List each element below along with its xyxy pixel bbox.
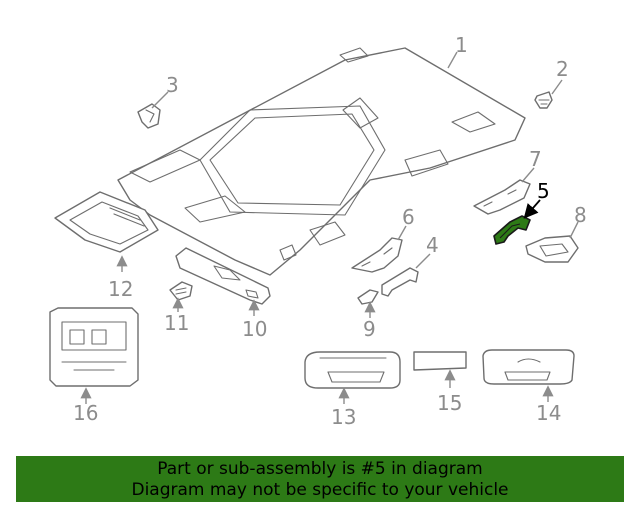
part-9-pad[interactable] — [357, 289, 379, 305]
leader-6 — [397, 225, 407, 241]
leader-lines — [80, 51, 579, 404]
leader-7 — [521, 167, 535, 183]
leader-8 — [569, 221, 579, 239]
part-6-bracket[interactable] — [351, 237, 403, 273]
leader-5 — [523, 199, 541, 219]
part-5-handle[interactable] — [493, 215, 531, 245]
part-4-handle[interactable] — [381, 267, 419, 297]
disclaimer-banner: Part or sub-assembly is #5 in diagram Di… — [16, 456, 624, 502]
parts-diagram: 1 2 3 4 5 6 7 8 9 10 11 12 13 14 15 16 — [49, 33, 587, 429]
part-13-console[interactable] — [304, 351, 401, 389]
callout-15[interactable]: 15 — [437, 391, 462, 415]
part-12-console[interactable] — [54, 191, 159, 253]
part-7-bracket[interactable] — [473, 179, 531, 215]
part-8-lamp[interactable] — [525, 235, 579, 263]
callout-3[interactable]: 3 — [166, 73, 179, 97]
leader-4 — [415, 253, 431, 269]
callout-8[interactable]: 8 — [574, 203, 587, 227]
part-2-clip[interactable] — [534, 91, 553, 109]
banner-line-2: Diagram may not be specific to your vehi… — [131, 480, 509, 500]
leader-2 — [551, 79, 563, 95]
callout-14[interactable]: 14 — [536, 401, 561, 425]
callout-labels: 1 2 3 4 5 6 7 8 9 10 11 12 13 14 15 16 — [73, 33, 587, 429]
leader-1 — [447, 51, 458, 69]
leader-3 — [151, 91, 169, 109]
callout-4[interactable]: 4 — [426, 233, 439, 257]
callout-2[interactable]: 2 — [556, 57, 569, 81]
callout-11[interactable]: 11 — [164, 311, 189, 335]
part-15-panel[interactable] — [413, 351, 467, 371]
callout-9[interactable]: 9 — [363, 317, 376, 341]
callout-6[interactable]: 6 — [402, 205, 415, 229]
part-14-console[interactable] — [482, 349, 575, 385]
callout-7[interactable]: 7 — [529, 147, 542, 171]
part-3-bracket[interactable] — [137, 103, 161, 129]
callout-5[interactable]: 5 — [537, 179, 550, 203]
part-11-clip[interactable] — [169, 281, 193, 301]
callout-13[interactable]: 13 — [331, 405, 356, 429]
callout-10[interactable]: 10 — [242, 317, 267, 341]
callout-1[interactable]: 1 — [455, 33, 468, 57]
callout-12[interactable]: 12 — [108, 277, 133, 301]
banner-line-1: Part or sub-assembly is #5 in diagram — [157, 459, 483, 479]
part-16-module[interactable] — [49, 307, 139, 387]
part-1-headliner[interactable] — [117, 47, 526, 276]
callout-16[interactable]: 16 — [73, 401, 98, 425]
part-10-sunvisor[interactable] — [175, 247, 271, 305]
